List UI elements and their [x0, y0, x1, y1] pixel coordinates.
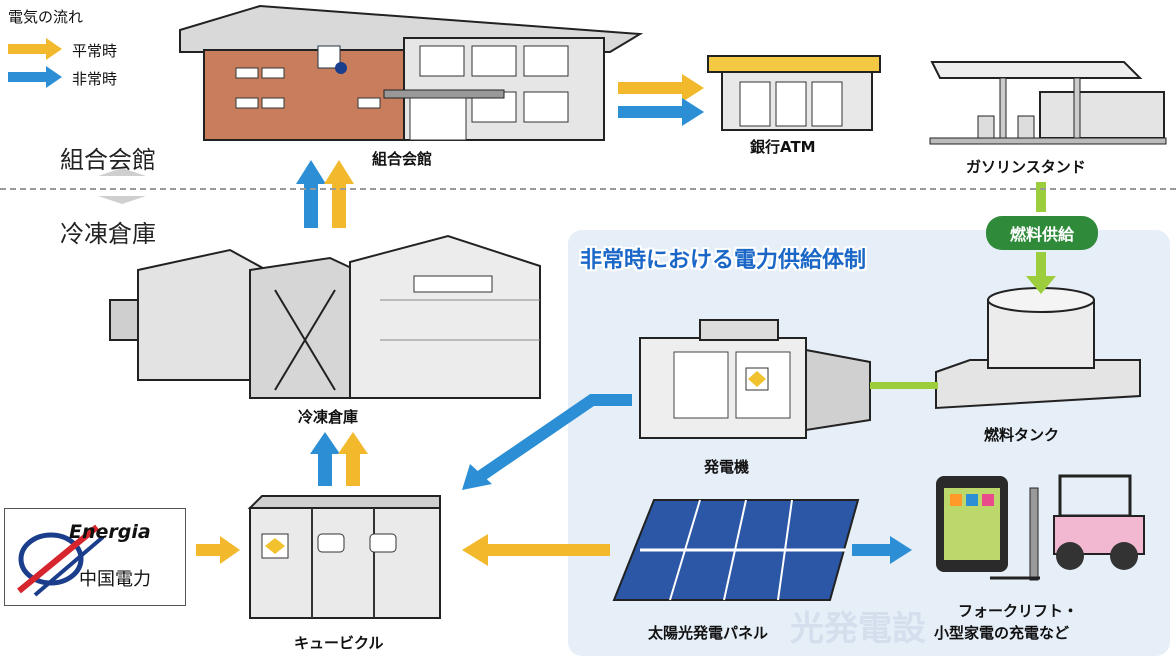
arrow-solar-to-devices-emergency — [852, 536, 912, 564]
arrow-generator-to-cubicle-emergency — [462, 394, 632, 490]
cubicle-icon — [247, 495, 441, 619]
energia-logo-icon — [17, 524, 105, 597]
legend-emergency-arrow-icon — [8, 66, 62, 88]
generator-icon — [639, 319, 871, 439]
forklift-icon — [990, 474, 1145, 581]
legend-normal-arrow-icon — [8, 38, 62, 60]
atm-label: 銀行ATM — [750, 138, 816, 156]
gas-station-label: ガソリンスタンド — [966, 158, 1086, 176]
atm-building-icon — [707, 55, 881, 131]
energia-brand: Energia — [69, 521, 151, 543]
legend-normal-label: 平常時 — [72, 42, 118, 60]
fuel-supply-line — [1026, 182, 1056, 294]
charging-label-line2: 小型家電の充電など — [934, 624, 1070, 642]
side-exchange-icon — [98, 168, 146, 204]
warehouse-icon — [109, 234, 541, 399]
solar-label: 太陽光発電パネル — [648, 624, 769, 642]
emergency-panel-title: 非常時における電力供給体制 — [580, 248, 867, 273]
legend-emergency-label: 非常時 — [72, 70, 118, 88]
arrow-hall-to-atm-normal — [618, 74, 704, 102]
energia-logo-box: Energia 中国電力 — [4, 508, 186, 606]
arrow-energia-to-cubicle-normal — [196, 536, 240, 564]
arrow-to-warehouse-emergency — [310, 432, 340, 486]
arrow-to-hall-emergency — [296, 160, 326, 228]
fuel-tank-label: 燃料タンク — [984, 426, 1060, 444]
gas-station-icon — [929, 61, 1167, 145]
cubicle-label: キュービクル — [294, 634, 384, 652]
fuel-pipe-line — [870, 382, 938, 389]
panel-watermark: 光発電設 — [790, 609, 926, 649]
section-divider — [0, 188, 1176, 190]
arrow-to-warehouse-normal — [338, 432, 368, 486]
energia-company-name: 中国電力 — [79, 569, 151, 590]
arrow-hall-to-atm-emergency — [618, 98, 704, 126]
fuel-tank-icon — [935, 287, 1141, 410]
tablet-icon — [936, 476, 1008, 572]
legend-title: 電気の流れ — [8, 8, 84, 26]
side-label-hall: 組合会館 — [60, 146, 156, 174]
arrow-to-hall-normal — [324, 160, 354, 228]
side-label-warehouse: 冷凍倉庫 — [60, 220, 156, 248]
arrow-solar-to-cubicle-normal — [462, 534, 610, 566]
hall-building-icon — [179, 4, 644, 141]
charging-label-line1: フォークリフト・ — [958, 602, 1079, 620]
solar-panel-icon — [612, 499, 860, 601]
warehouse-label: 冷凍倉庫 — [298, 408, 359, 426]
fuel-supply-badge: 燃料供給 — [986, 216, 1098, 250]
generator-label: 発電機 — [704, 458, 750, 476]
hall-label: 組合会館 — [372, 150, 433, 168]
